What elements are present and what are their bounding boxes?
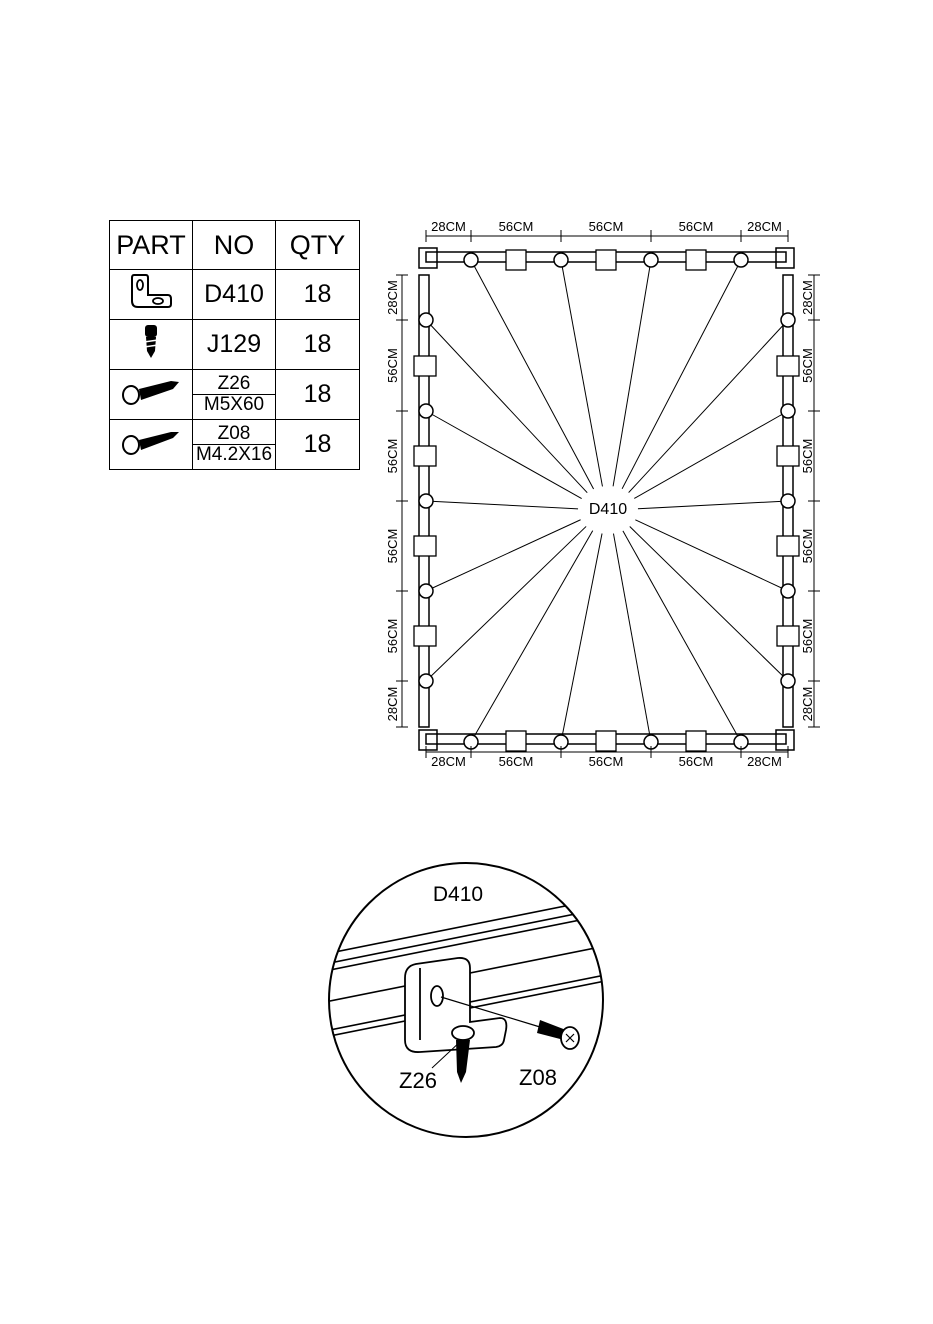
leader-line: [613, 260, 651, 486]
bracket-marker: [781, 584, 795, 598]
joist-block: [414, 536, 436, 556]
dimension-label: 56CM: [800, 348, 815, 383]
bracket-marker: [419, 313, 433, 327]
dimension-label: 56CM: [385, 439, 400, 474]
dimension-label: 28CM: [800, 687, 815, 722]
bracket-marker: [419, 674, 433, 688]
joist-block: [506, 731, 526, 751]
detail-view: D410 Z26 Z08: [320, 863, 620, 1137]
joist-block: [414, 626, 436, 646]
leader-line: [426, 501, 578, 509]
leader-line: [630, 527, 788, 681]
dimension-label: 56CM: [589, 219, 624, 234]
leader-line: [561, 260, 602, 486]
dimension-label: 56CM: [679, 219, 714, 234]
dimension-label: 56CM: [385, 529, 400, 564]
leader-line: [638, 501, 788, 509]
dimension-label: 28CM: [747, 754, 782, 769]
dimension-label: 28CM: [800, 280, 815, 315]
dimension-label: 56CM: [499, 754, 534, 769]
leader-line: [426, 411, 582, 499]
bracket-marker: [734, 253, 748, 267]
dimension-label: 28CM: [747, 219, 782, 234]
dimension-label: 56CM: [800, 439, 815, 474]
detail-bracket-icon: [405, 958, 506, 1052]
dimension-label: 28CM: [431, 219, 466, 234]
joist-block: [414, 356, 436, 376]
leader-line: [471, 260, 594, 489]
top-dimensions: 28CM 56CM 56CM 56CM 28CM: [426, 219, 788, 242]
bracket-marker: [419, 584, 433, 598]
z26-bolt-icon: [456, 1040, 470, 1083]
left-dimensions: 28CM 56CM 56CM 56CM 56CM 28CM: [385, 275, 408, 727]
joist-block: [777, 446, 799, 466]
dimension-label: 56CM: [385, 619, 400, 654]
dimension-label: 56CM: [679, 754, 714, 769]
bracket-marker: [781, 313, 795, 327]
center-label: D410: [589, 501, 627, 518]
dimension-label: 56CM: [589, 754, 624, 769]
dimension-label: 56CM: [800, 619, 815, 654]
bracket-marker: [781, 404, 795, 418]
bracket-marker: [554, 253, 568, 267]
leader-line: [623, 531, 741, 742]
joist-block: [777, 356, 799, 376]
leader-line: [634, 411, 788, 498]
dimension-label: 56CM: [385, 348, 400, 383]
bracket-marker: [419, 404, 433, 418]
joist-block: [506, 250, 526, 270]
dimension-label: 28CM: [431, 754, 466, 769]
joist-block: [596, 731, 616, 751]
joist-block: [777, 536, 799, 556]
bracket-marker: [419, 494, 433, 508]
dimension-label: 28CM: [385, 280, 400, 315]
leader-line: [629, 320, 788, 493]
z26-label: Z26: [399, 1068, 437, 1093]
dimension-label: 56CM: [499, 219, 534, 234]
bracket-marker: [781, 674, 795, 688]
frame-rails: [419, 248, 794, 750]
joist-block: [596, 250, 616, 270]
leader-line: [635, 520, 788, 591]
leader-line: [426, 526, 586, 681]
bracket-marker: [781, 494, 795, 508]
joist-block: [686, 250, 706, 270]
joist-block: [686, 731, 706, 751]
detail-title: D410: [433, 883, 483, 906]
leader-line: [613, 534, 651, 742]
dimension-label: 28CM: [385, 687, 400, 722]
dimension-label: 56CM: [800, 529, 815, 564]
joist-block: [777, 626, 799, 646]
bracket-marker: [644, 253, 658, 267]
z08-label: Z08: [519, 1065, 557, 1090]
leader-line: [426, 520, 581, 591]
bracket-marker: [464, 253, 478, 267]
leader-line: [622, 260, 741, 489]
leader-line: [426, 320, 587, 493]
leader-line: [561, 534, 602, 742]
right-dimensions: 28CM 56CM 56CM 56CM 56CM 28CM: [800, 275, 820, 727]
joist-block: [414, 446, 436, 466]
